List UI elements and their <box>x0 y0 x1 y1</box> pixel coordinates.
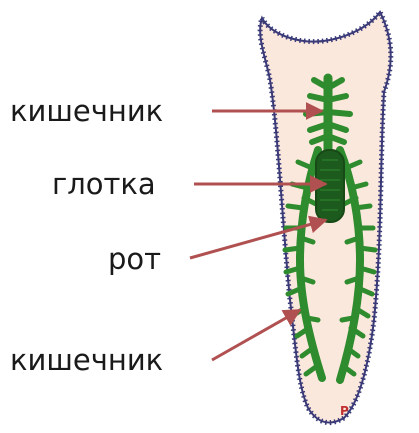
pharynx <box>316 150 344 222</box>
arrow-intestine-bottom <box>212 310 300 360</box>
corner-mark: P <box>340 404 349 418</box>
label-intestine-top: кишечник <box>10 97 163 126</box>
label-pharynx: глотка <box>52 170 156 199</box>
label-mouth: рот <box>108 245 161 274</box>
pharynx-body <box>316 150 344 222</box>
label-intestine-bottom: кишечник <box>10 346 163 375</box>
